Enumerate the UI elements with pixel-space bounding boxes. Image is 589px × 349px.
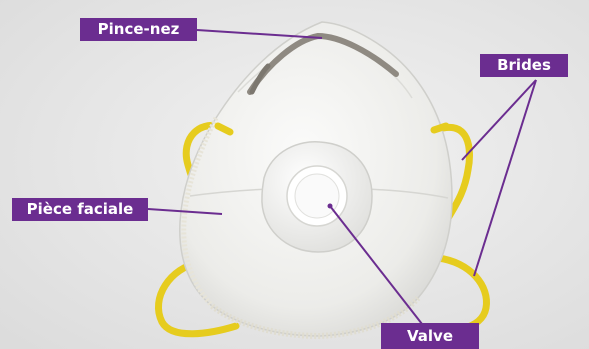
label-valve: Valve <box>381 323 479 349</box>
label-nose-clip: Pince-nez <box>80 18 197 41</box>
label-facepiece: Pièce faciale <box>12 198 148 221</box>
valve-pointer-dot <box>328 204 333 209</box>
label-straps: Brides <box>480 54 568 77</box>
exhalation-valve <box>262 142 372 252</box>
strap-anchor-right <box>434 126 446 130</box>
